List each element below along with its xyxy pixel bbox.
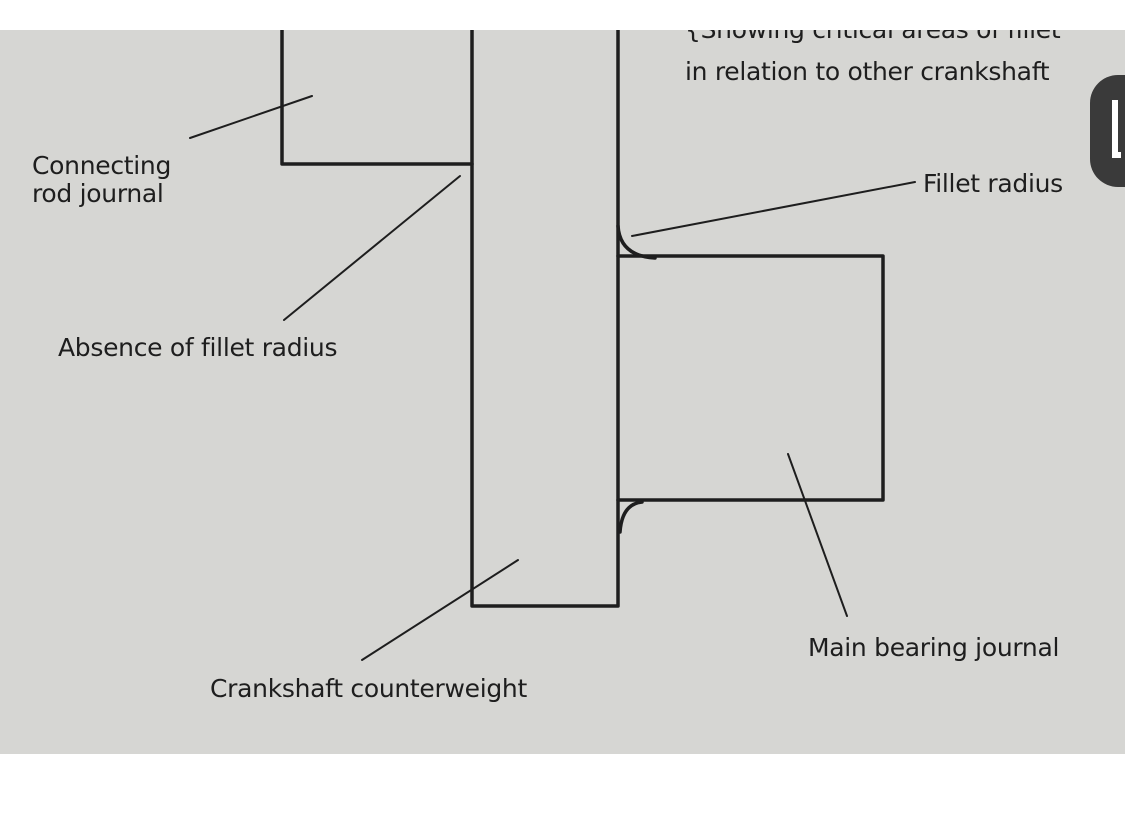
label-fillet-radius: Fillet radius xyxy=(923,169,1063,198)
upper-fillet-curve xyxy=(616,224,657,260)
diagram-photo: {Showing critical areas of fillet in rel… xyxy=(0,30,1125,754)
main-bearing-journal-outline xyxy=(616,254,885,502)
fillet-radius-leader-line xyxy=(631,181,916,237)
caption-line-2: in relation to other crankshaft xyxy=(685,57,1050,86)
crankshaft-diagram xyxy=(189,30,916,661)
counterweight-leader-line xyxy=(361,559,519,661)
label-connecting-rod-journal: Connecting rod journal xyxy=(32,151,172,208)
connecting-rod-leader-line xyxy=(189,95,313,139)
main-bearing-leader-line xyxy=(787,453,848,617)
badge-glyph-icon xyxy=(1112,100,1121,158)
label-main-bearing-journal: Main bearing journal xyxy=(808,633,1060,662)
label-crankshaft-counterweight: Crankshaft counterweight xyxy=(210,674,527,703)
label-absence-of-fillet-radius: Absence of fillet radius xyxy=(58,333,338,362)
overlay-badge[interactable] xyxy=(1090,75,1125,187)
counterweight-outline xyxy=(470,30,620,608)
connecting-rod-journal-outline xyxy=(280,30,474,166)
caption-line-1: {Showing critical areas of fillet xyxy=(685,30,1061,48)
absence-fillet-leader-line xyxy=(283,175,461,321)
lower-fillet-curve xyxy=(618,500,644,534)
